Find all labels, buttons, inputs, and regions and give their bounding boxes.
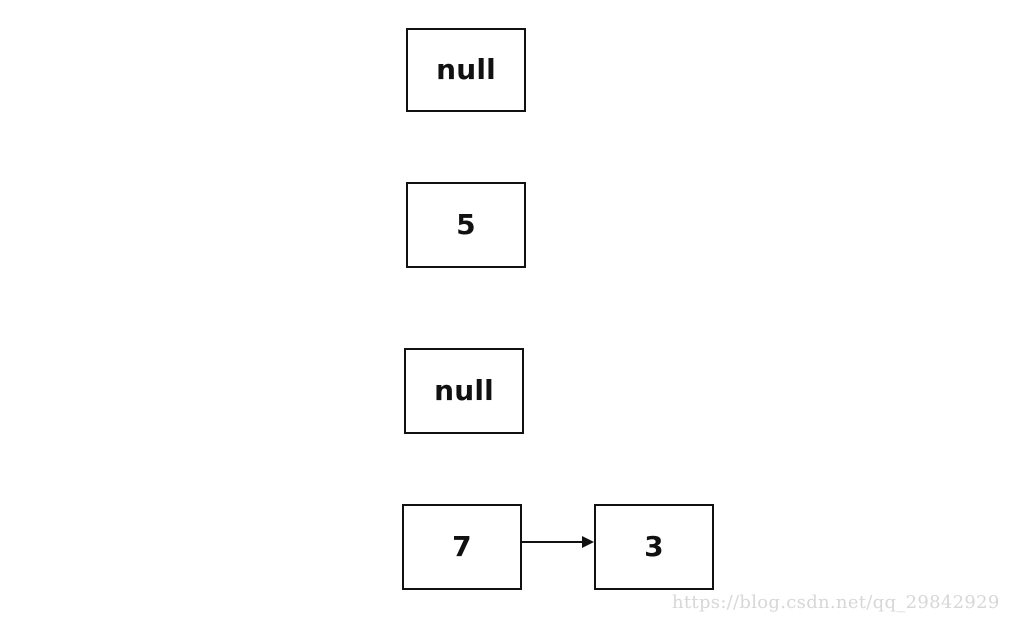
node-null-top: null [406, 28, 526, 112]
node-null-middle: null [404, 348, 524, 434]
node-label: null [436, 53, 496, 86]
node-label: null [434, 374, 494, 407]
node-3: 3 [594, 504, 714, 590]
watermark-url: https://blog.csdn.net/qq_29842929 [672, 592, 1000, 613]
arrow-head-icon [582, 536, 594, 548]
node-label: 3 [644, 530, 664, 563]
node-7: 7 [402, 504, 522, 590]
node-label: 7 [452, 530, 472, 563]
node-label: 5 [456, 208, 476, 241]
node-5: 5 [406, 182, 526, 268]
